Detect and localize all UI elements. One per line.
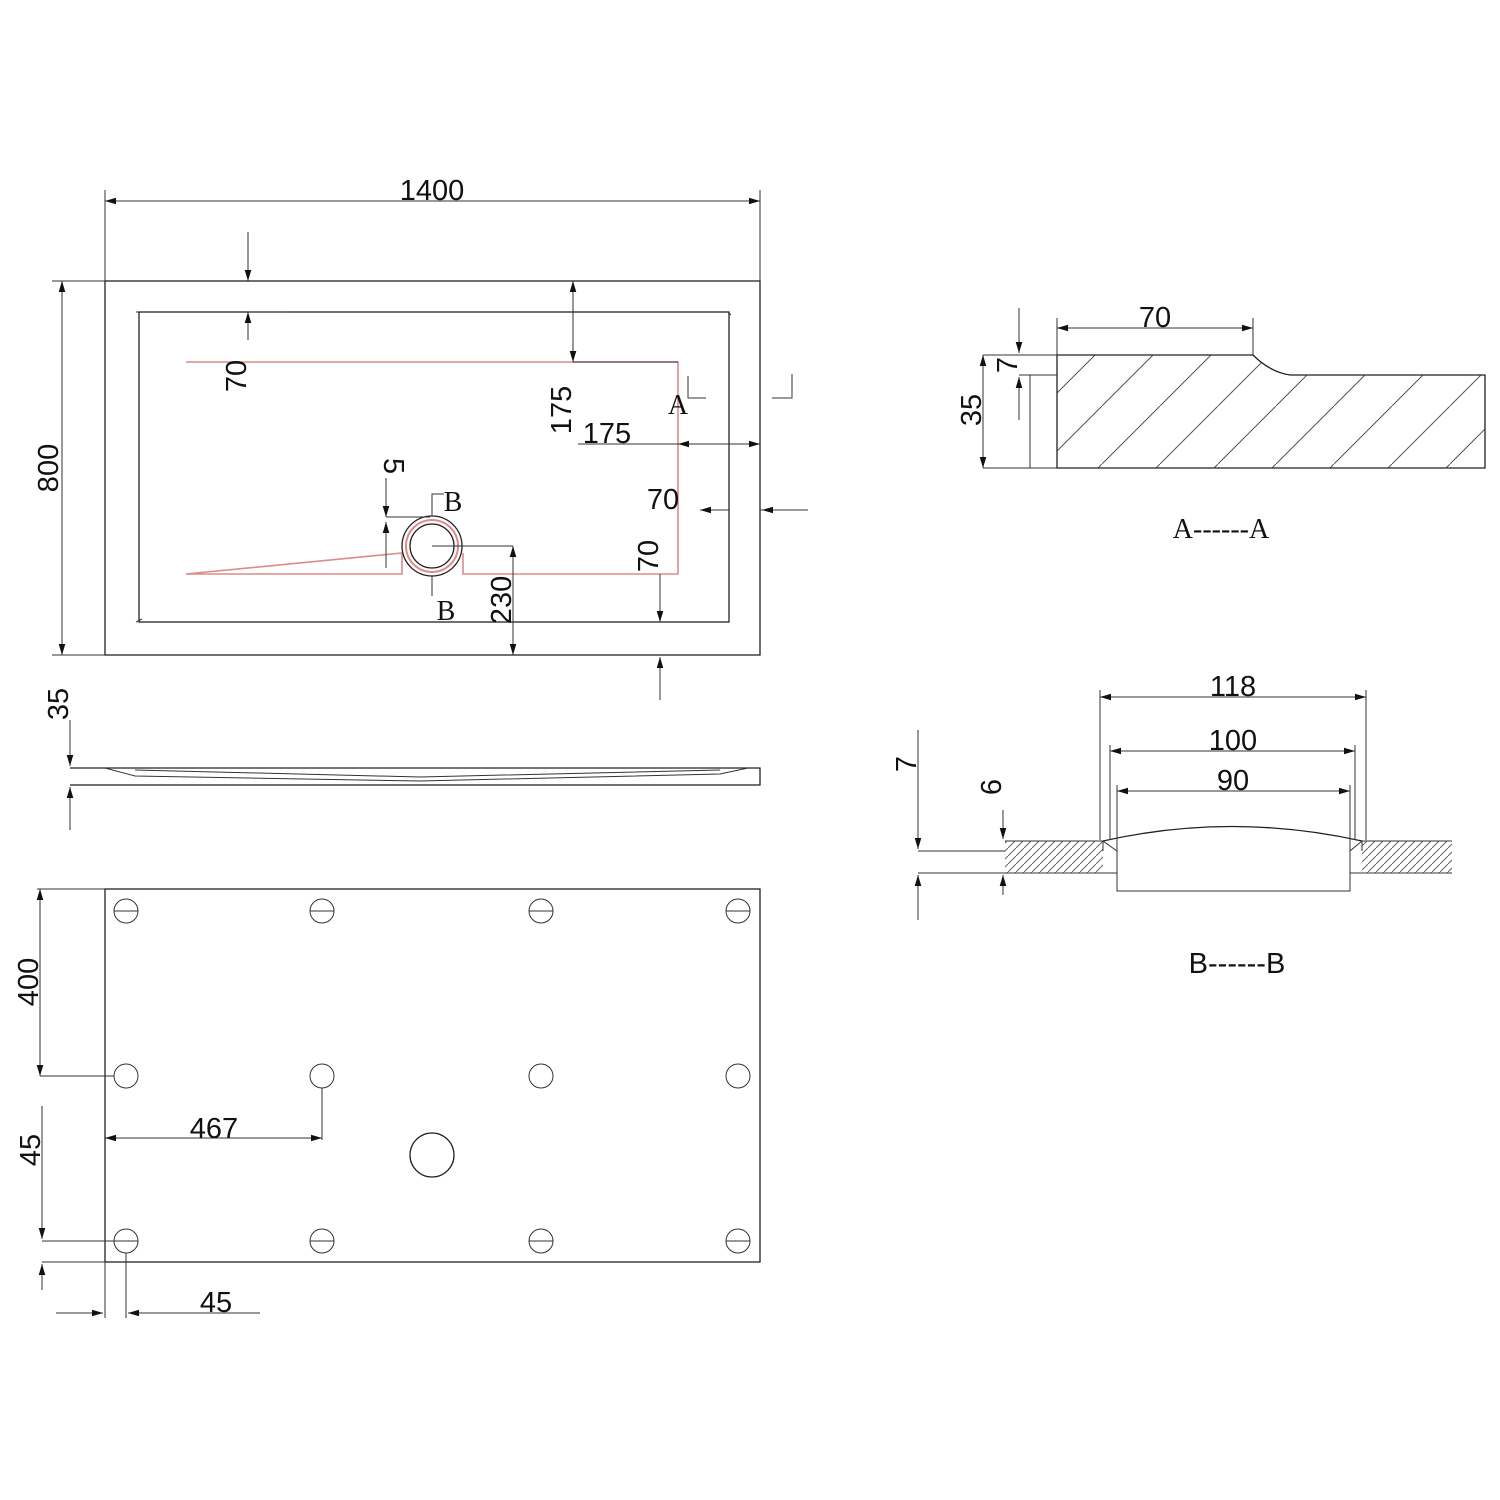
section-a-marker: A (668, 390, 689, 421)
foot (725, 1228, 751, 1254)
bottom-view: 400 467 45 45 (13, 888, 761, 1319)
tray-outline (104, 280, 761, 656)
foot (528, 1063, 554, 1089)
top-view: 1400 800 70 175 175 70 70 230 (33, 175, 808, 700)
section-a-title: A------A (1173, 514, 1270, 545)
section-b-marker-top: B (444, 487, 463, 518)
dim-rim-width: 70 (1139, 302, 1171, 334)
section-a: 70 7 35 A------A (956, 302, 1486, 545)
foot (309, 1063, 335, 1089)
dim-inner-diameter: 90 (1217, 765, 1249, 797)
dim-tray-thickness: 6 (976, 779, 1008, 795)
dim-inner-margin-right: 70 (647, 484, 679, 516)
foot (528, 1228, 554, 1254)
dim-depth: 7 (891, 756, 923, 772)
side-view: 35 (43, 688, 761, 830)
section-b: 118 100 90 7 6 B------B (891, 671, 1452, 980)
foot (113, 1228, 139, 1254)
dim-thickness: 35 (956, 394, 988, 426)
foot (113, 1063, 139, 1089)
support-feet (113, 898, 751, 1254)
drain-hole (409, 1132, 455, 1178)
side-profile (70, 767, 761, 786)
dim-drain-offset-bottom: 230 (486, 576, 518, 624)
section-a-profile (1056, 354, 1486, 469)
foot (309, 898, 335, 924)
dim-length: 1400 (400, 175, 465, 207)
dim-width: 800 (33, 444, 65, 492)
foot (725, 898, 751, 924)
drain-cap (1102, 825, 1363, 842)
foot (309, 1228, 335, 1254)
flat-zone-outline (185, 361, 679, 575)
dim-outer-diameter: 118 (1210, 671, 1256, 703)
dim-inner-margin-bottom: 70 (633, 540, 665, 572)
section-b-title: B------B (1189, 948, 1286, 980)
dim-inner-margin-top: 70 (221, 360, 253, 392)
dim-red-offset-top: 175 (546, 386, 578, 434)
tray-inner-outline (138, 311, 730, 623)
foot (725, 1063, 751, 1089)
foot (113, 898, 139, 924)
dim-foot-spacing-vertical: 400 (13, 958, 45, 1006)
dim-red-offset-right: 175 (583, 418, 631, 450)
dim-height: 35 (43, 688, 75, 720)
dim-step: 7 (992, 357, 1024, 373)
bottom-outline (104, 888, 761, 1263)
dim-edge-offset-vertical: 45 (15, 1134, 47, 1166)
foot (528, 898, 554, 924)
dim-mid-diameter: 100 (1209, 725, 1257, 757)
dim-foot-spacing-horizontal: 467 (190, 1113, 238, 1145)
section-b-marker-bottom: B (437, 596, 456, 627)
dim-drain-notch: 5 (377, 458, 409, 474)
dim-edge-offset-horizontal: 45 (200, 1287, 232, 1319)
